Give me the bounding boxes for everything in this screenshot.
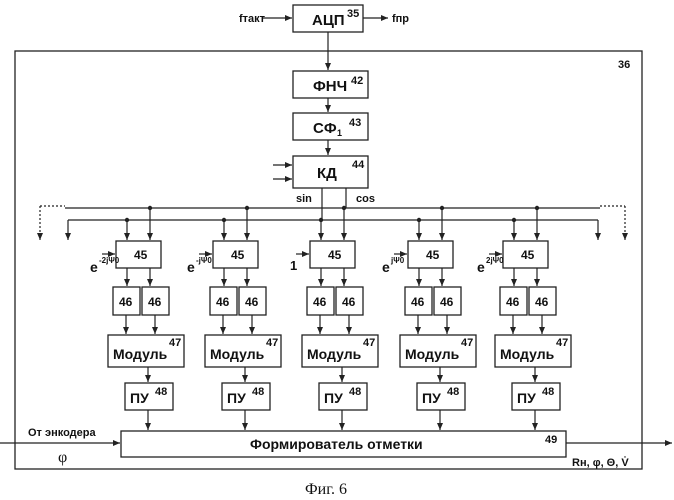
channel-1-pu-label: ПУ: [130, 390, 149, 406]
channel-3-filter-a-number: 46: [313, 295, 327, 309]
channel-1-filter-a-number: 46: [119, 295, 133, 309]
channel-5-ref-exponent: 2jΨ0: [486, 256, 504, 265]
channel-2-cos-junction: [245, 206, 249, 210]
output-label: Rн, φ, Θ, V̇: [572, 456, 629, 469]
channel-1-module-label: Модуль: [113, 346, 168, 362]
figure-caption: Фиг. 6: [305, 481, 347, 498]
channel-1-sin-junction: [125, 218, 129, 222]
channel-2-pu-label: ПУ: [227, 390, 246, 406]
channel-5-filter-b-number: 46: [535, 295, 549, 309]
channel-3-cos-junction: [342, 206, 346, 210]
channel-2-sin-junction: [222, 218, 226, 222]
channel-2-pu-number: 48: [252, 386, 264, 398]
qd-number: 44: [352, 159, 365, 171]
channel-5-ref-base: e: [477, 259, 485, 275]
channel-4-filter-a-number: 46: [411, 295, 425, 309]
encoder-label: От энкодера: [28, 427, 96, 439]
lpf-number: 42: [351, 75, 363, 87]
channels-group: 45e-2jΨ04646Модуль47ПУ4845e-jΨ04646Модул…: [90, 206, 571, 430]
outer-frame-number: 36: [618, 59, 630, 71]
channel-4-ref-exponent: jΨ0: [390, 256, 405, 265]
channel-5-pu-label: ПУ: [517, 390, 536, 406]
adc-label: АЦП: [312, 12, 345, 29]
channel-1-cos-junction: [148, 206, 152, 210]
carrier-output-label: fпр: [392, 13, 409, 25]
channel-5-cos-junction: [535, 206, 539, 210]
channel-3-pu-number: 48: [349, 386, 361, 398]
channel-2-module-label: Модуль: [210, 346, 265, 362]
sf-label: СФ: [313, 120, 337, 137]
channel-5-sin-junction: [512, 218, 516, 222]
former-number: 49: [545, 434, 557, 446]
channel-3-pu-label: ПУ: [324, 390, 343, 406]
channel-3-sin-junction: [319, 218, 323, 222]
qd-cos-label: cos: [356, 193, 375, 205]
channel-2-filter-b-number: 46: [245, 295, 259, 309]
channel-3-mixer-number: 45: [328, 248, 342, 262]
channel-1-module-number: 47: [169, 337, 181, 349]
qd-label: КД: [317, 165, 337, 182]
sf-subscript: 1: [337, 128, 342, 138]
qd-sin-label: sin: [296, 193, 312, 205]
channel-5-module-label: Модуль: [500, 346, 555, 362]
channel-4-cos-junction: [440, 206, 444, 210]
channel-1-ref-exponent: -2jΨ0: [99, 256, 120, 265]
channel-4-filter-b-number: 46: [440, 295, 454, 309]
channel-5-module-number: 47: [556, 337, 568, 349]
channel-5-mixer-number: 45: [521, 248, 535, 262]
lpf-label: ФНЧ: [313, 78, 347, 95]
channel-4-ref-base: e: [382, 259, 390, 275]
channel-3-ref-base: 1: [290, 258, 297, 273]
channel-3-module-label: Модуль: [307, 346, 362, 362]
channel-1-filter-b-number: 46: [148, 295, 162, 309]
adc-number: 35: [347, 8, 359, 20]
channel-5-pu-number: 48: [542, 386, 554, 398]
channel-4-module-number: 47: [461, 337, 473, 349]
channel-4-mixer-number: 45: [426, 248, 440, 262]
channel-2-filter-a-number: 46: [216, 295, 230, 309]
channel-2-ref-base: e: [187, 259, 195, 275]
former-label: Формирователь отметки: [250, 436, 423, 452]
channel-2-module-number: 47: [266, 337, 278, 349]
channel-3-module-number: 47: [363, 337, 375, 349]
channel-2-ref-exponent: -jΨ0: [196, 256, 212, 265]
channel-2-mixer-number: 45: [231, 248, 245, 262]
sf-number: 43: [349, 117, 361, 129]
encoder-phi: φ: [58, 449, 67, 466]
channel-1-mixer-number: 45: [134, 248, 148, 262]
channel-1-pu-number: 48: [155, 386, 167, 398]
channel-4-sin-junction: [417, 218, 421, 222]
channel-5-filter-a-number: 46: [506, 295, 520, 309]
channel-3-filter-b-number: 46: [342, 295, 356, 309]
channel-4-pu-number: 48: [447, 386, 459, 398]
channel-4-module-label: Модуль: [405, 346, 460, 362]
clock-input-label: fтакт: [239, 13, 266, 25]
channel-1-ref-base: e: [90, 259, 98, 275]
channel-4-pu-label: ПУ: [422, 390, 441, 406]
